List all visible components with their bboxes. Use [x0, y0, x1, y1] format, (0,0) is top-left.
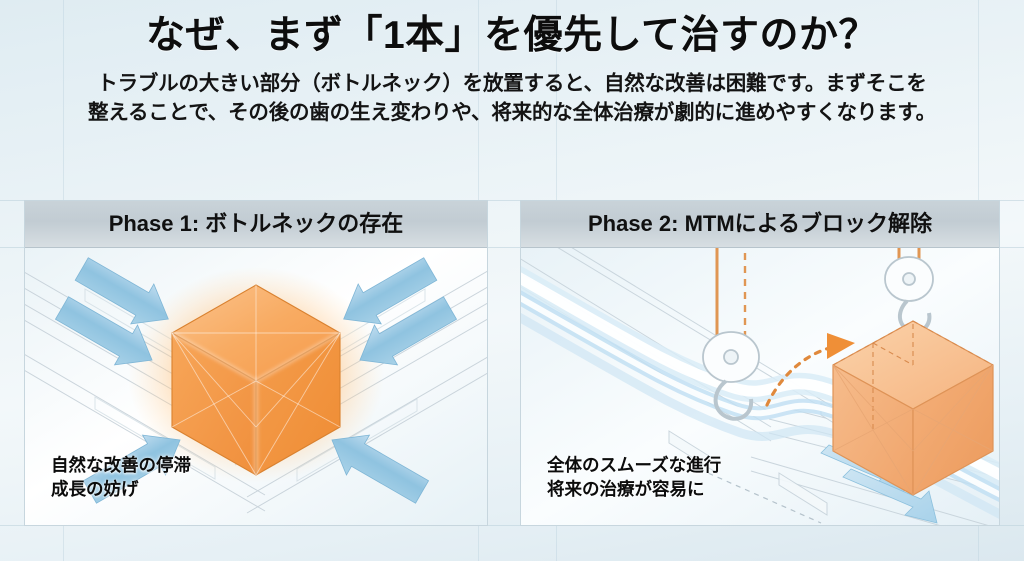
flow-arrow	[331, 434, 430, 504]
panel-phase-2-heading: Phase 2: MTMによるブロック解除	[521, 201, 999, 248]
motion-arrowhead	[827, 333, 855, 359]
panel-phase-1: Phase 1: ボトルネックの存在	[24, 200, 488, 526]
panel-phase-1-heading: Phase 1: ボトルネックの存在	[25, 201, 487, 248]
caption-line-1: 全体のスムーズな進行	[547, 455, 722, 476]
cleared-flow-illustration	[521, 247, 999, 525]
motion-arrow	[765, 333, 855, 407]
caption-line-2: 将来の治療が容易に	[547, 478, 705, 499]
subtitle-line-1: トラブルの大きい部分（ボトルネック）を放置すると、自然な改善は困難です。まずそこ…	[97, 71, 927, 95]
crane-hook	[713, 379, 754, 421]
flow-arrow	[343, 257, 438, 325]
flow-arrow	[82, 434, 181, 504]
subtitle-line-2: 整えることで、その後の歯の生え変わりや、将来的な全体治療が劇的に進めやすくなりま…	[88, 101, 936, 125]
caption-line-1: 自然な改善の停滞	[51, 455, 191, 476]
panel-phase-2: Phase 2: MTMによるブロック解除	[520, 200, 1000, 526]
blocked-flow-illustration	[25, 247, 487, 525]
panel-phase-2-caption: 全体のスムーズな進行 将来の治療が容易に	[547, 454, 721, 501]
panel-phase-2-diagram	[521, 247, 999, 525]
flow-arrow	[54, 296, 153, 366]
flow-arrow	[359, 296, 458, 366]
crane-pulley-empty	[702, 247, 760, 421]
flow-arrow	[74, 257, 169, 325]
caption-line-2: 成長の妨げ	[51, 478, 139, 499]
page-subtitle: トラブルの大きい部分（ボトルネック）を放置すると、自然な改善は困難です。まずそこ…	[0, 69, 1024, 127]
crane-pulley-loaded	[884, 247, 934, 334]
panel-phase-1-caption: 自然な改善の停滞 成長の妨げ	[51, 454, 191, 501]
page-title: なぜ、まず「1本」を優先して治すのか？	[145, 14, 879, 57]
lifted-cube	[832, 320, 994, 496]
panel-phase-1-diagram	[25, 247, 487, 525]
header-block: なぜ、まず「1本」を優先して治すのか？ トラブルの大きい部分（ボトルネック）を放…	[0, 0, 1024, 127]
